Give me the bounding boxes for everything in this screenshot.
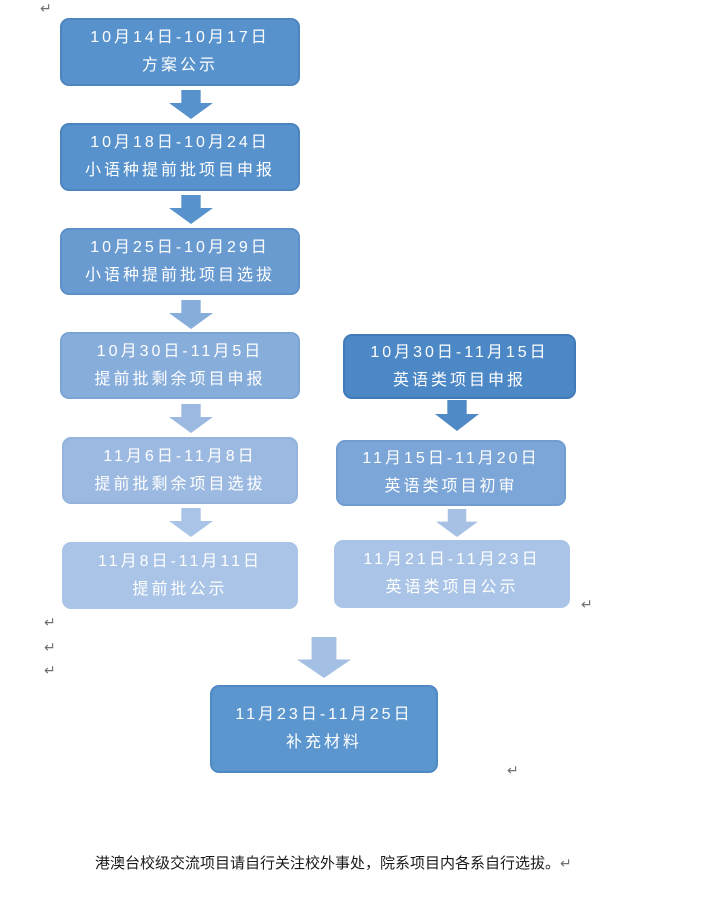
flow-step-early-batch-publicity: 11月8日-11月11日 提前批公示 xyxy=(62,542,298,609)
footnote: 港澳台校级交流项目请自行关注校外事处，院系项目内各系自行选拔。↵ xyxy=(95,852,572,873)
step-label: 提前批公示 xyxy=(132,580,228,598)
down-arrow xyxy=(169,508,213,537)
step-label: 小语种提前批项目申报 xyxy=(84,162,275,179)
step-label: 补充材料 xyxy=(285,734,362,751)
step-label: 提前批剩余项目选拔 xyxy=(94,475,266,493)
flow-step-early-remaining-apply: 10月30日-11月5日 提前批剩余项目申报 xyxy=(60,332,300,399)
step-label: 英语类项目初审 xyxy=(384,478,518,495)
step-dates: 10月14日-10月17日 xyxy=(90,29,270,47)
down-arrow xyxy=(169,90,213,119)
down-arrow xyxy=(436,509,478,537)
step-dates: 11月6日-11月8日 xyxy=(103,447,257,465)
flow-step-early-remaining-selection: 11月6日-11月8日 提前批剩余项目选拔 xyxy=(62,437,298,504)
step-dates: 10月25日-10月29日 xyxy=(90,238,270,256)
down-arrow xyxy=(169,300,213,329)
step-label: 提前批剩余项目申报 xyxy=(94,370,266,388)
paragraph-mark: ↵ xyxy=(560,856,572,872)
step-dates: 11月21日-11月23日 xyxy=(363,551,541,569)
paragraph-mark: ↵ xyxy=(581,597,593,613)
down-arrow xyxy=(169,404,213,433)
step-label: 英语类项目申报 xyxy=(392,371,526,389)
flow-step-supplementary-materials: 11月23日-11月25日 补充材料 xyxy=(210,685,438,773)
step-dates: 11月8日-11月11日 xyxy=(97,552,263,570)
paragraph-mark: ↵ xyxy=(507,763,519,779)
step-label: 小语种提前批项目选拔 xyxy=(84,266,275,284)
paragraph-mark: ↵ xyxy=(44,615,56,631)
flow-step-english-apply: 10月30日-11月15日 英语类项目申报 xyxy=(343,334,576,399)
step-dates: 11月15日-11月20日 xyxy=(362,450,540,468)
flow-step-plan-publicity: 10月14日-10月17日 方案公示 xyxy=(60,18,300,86)
step-dates: 10月18日-10月24日 xyxy=(90,134,270,152)
down-arrow xyxy=(435,400,479,431)
step-label: 英语类项目公示 xyxy=(385,579,519,596)
step-dates: 10月30日-11月5日 xyxy=(96,342,264,360)
down-arrow xyxy=(297,637,351,678)
step-dates: 10月30日-11月15日 xyxy=(370,343,549,361)
paragraph-mark: ↵ xyxy=(40,1,52,17)
paragraph-mark: ↵ xyxy=(44,640,56,656)
paragraph-mark: ↵ xyxy=(44,663,56,679)
footnote-text: 港澳台校级交流项目请自行关注校外事处，院系项目内各系自行选拔。 xyxy=(95,855,561,872)
step-label: 方案公示 xyxy=(141,57,218,74)
flow-step-english-publicity: 11月21日-11月23日 英语类项目公示 xyxy=(334,540,570,608)
flow-step-minor-lang-early-selection: 10月25日-10月29日 小语种提前批项目选拔 xyxy=(60,228,300,295)
down-arrow xyxy=(169,195,213,224)
flow-step-english-initial-review: 11月15日-11月20日 英语类项目初审 xyxy=(336,440,566,506)
flow-step-minor-lang-early-apply: 10月18日-10月24日 小语种提前批项目申报 xyxy=(60,123,300,191)
step-dates: 11月23日-11月25日 xyxy=(235,706,413,724)
